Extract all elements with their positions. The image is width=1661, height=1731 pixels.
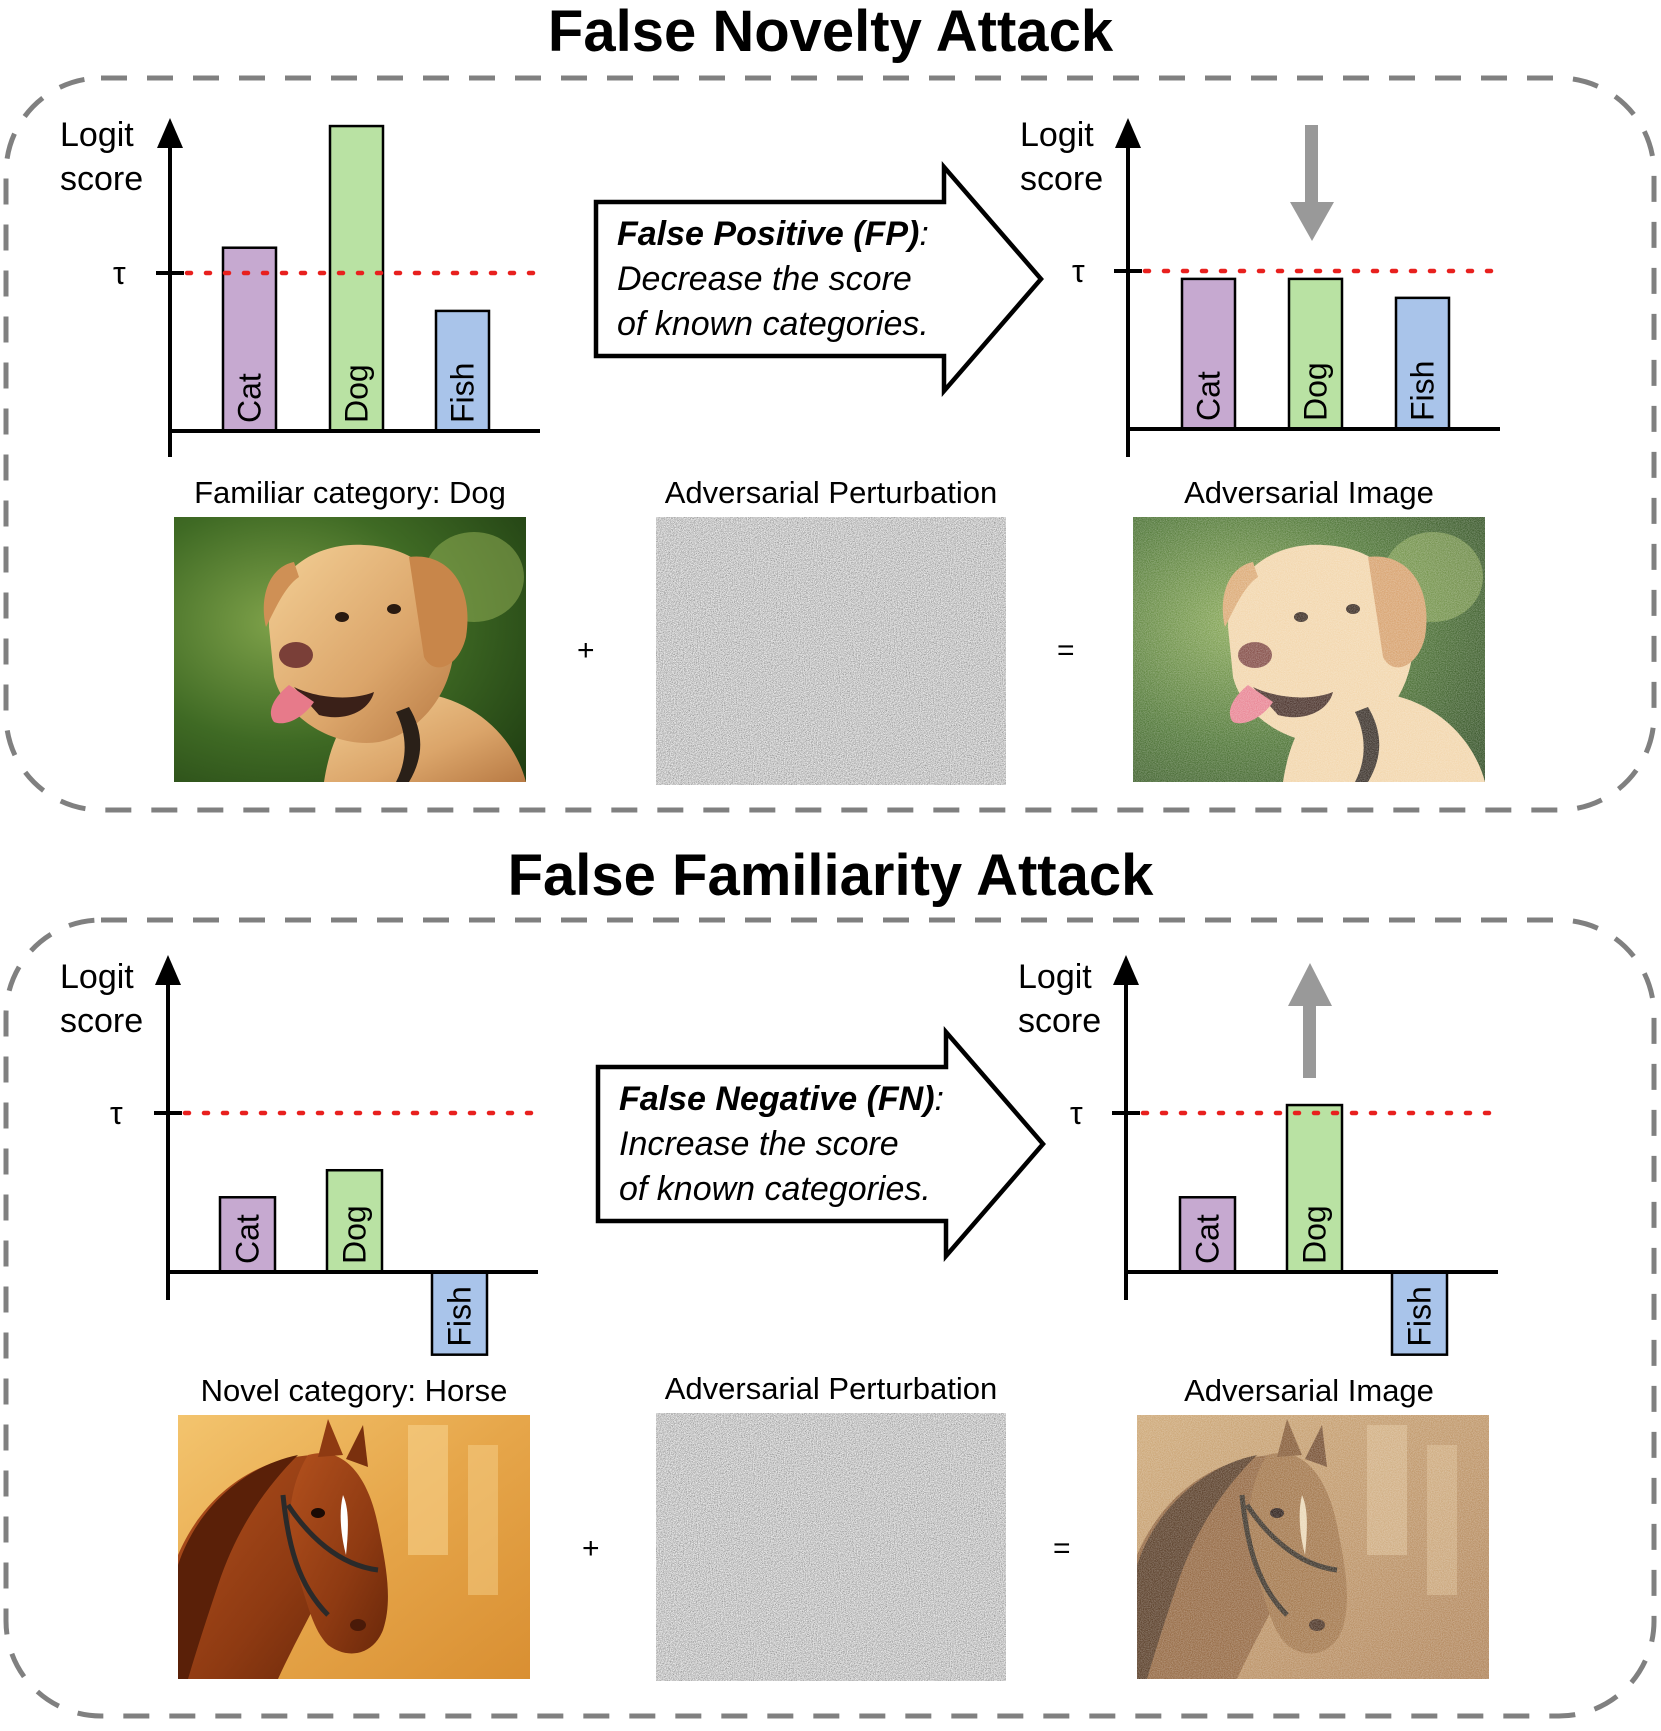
panel-1-output-caption: Adversarial Image	[1184, 475, 1434, 510]
y-axis-label-line1: Logit	[60, 958, 134, 996]
y-axis-label-line2: score	[60, 160, 143, 198]
panel-1-perturbation-caption: Adversarial Perturbation	[664, 475, 998, 510]
bar-label-fish: Fish	[1402, 1286, 1438, 1346]
bar-cat	[1180, 277, 1237, 431]
horse-photo	[178, 1415, 530, 1679]
panel-2-plus: +	[582, 1532, 600, 1565]
down-arrow-icon	[1290, 125, 1334, 241]
panel-2-perturbation-noise	[656, 1413, 1006, 1681]
y-axis-label-line1: Logit	[1018, 958, 1092, 996]
y-axis-arrowhead	[157, 118, 183, 148]
bar-label-fish: Fish	[1405, 361, 1441, 421]
bar-label-dog: Dog	[1297, 1205, 1333, 1264]
bar-cat	[1178, 1196, 1237, 1274]
panel-2-input-caption: Novel category: Horse	[200, 1373, 508, 1408]
dog-photo	[174, 517, 526, 782]
bar-label-fish: Fish	[442, 1286, 478, 1346]
bar-fish	[1394, 296, 1451, 431]
panel-1-big-arrow	[593, 160, 1044, 398]
panel-1-arrow-line3: of known categories.	[617, 305, 929, 343]
panel-2-arrow-heading: False Negative (FN)	[619, 1080, 935, 1118]
y-axis-label-line1: Logit	[60, 116, 134, 154]
bar-cat	[218, 1196, 277, 1274]
panel-2-arrow-text: False Negative (FN): Increase the score …	[619, 1077, 944, 1212]
y-axis-label-line2: score	[60, 1002, 143, 1040]
panel-2-equals: =	[1053, 1532, 1071, 1565]
panel-1-arrow-line2: Decrease the score	[617, 260, 912, 298]
threshold-label: τ	[1072, 253, 1085, 289]
panel-2-title: False Familiarity Attack	[507, 843, 1154, 908]
panel-1-arrow-colon: :	[919, 215, 929, 253]
panel-1-arrow-heading: False Positive (FP)	[617, 215, 920, 253]
bar-fish	[434, 309, 491, 433]
bar-dog	[1285, 1103, 1344, 1274]
bar-label-cat: Cat	[230, 1214, 266, 1264]
panel-2-output-caption: Adversarial Image	[1184, 1373, 1434, 1408]
bar-label-dog: Dog	[339, 364, 375, 423]
panel-1-title: False Novelty Attack	[547, 0, 1114, 64]
y-axis-arrowhead	[1113, 955, 1139, 985]
bar-label-cat: Cat	[232, 373, 268, 423]
y-axis-arrowhead	[155, 955, 181, 985]
bar-label-fish: Fish	[445, 363, 481, 423]
threshold-label: τ	[110, 1095, 123, 1131]
bar-dog	[328, 124, 385, 433]
y-axis-label-line2: score	[1018, 1002, 1101, 1040]
bar-label-dog: Dog	[337, 1205, 373, 1264]
panel-2-border	[3, 917, 1657, 1719]
threshold-label: τ	[113, 255, 126, 291]
y-axis-label-line1: Logit	[1020, 116, 1094, 154]
panel-1-input-caption: Familiar category: Dog	[194, 475, 506, 510]
panel-1-equals: =	[1057, 634, 1075, 667]
panel-2-arrow-line3: of known categories.	[619, 1170, 931, 1208]
bar-fish	[1390, 1270, 1449, 1356]
bar-label-dog: Dog	[1298, 362, 1334, 421]
panel-2-arrow-line2: Increase the score	[619, 1125, 899, 1163]
panel-1-plus: +	[577, 634, 595, 667]
y-axis-label-line2: score	[1020, 160, 1103, 198]
bar-cat	[221, 246, 278, 433]
y-axis-arrowhead	[1115, 118, 1141, 148]
bar-label-cat: Cat	[1190, 1214, 1226, 1264]
panel-2-perturbation-caption: Adversarial Perturbation	[664, 1371, 998, 1406]
panel-1-arrow-text: False Positive (FP): Decrease the score …	[617, 212, 929, 347]
threshold-label: τ	[1070, 1095, 1083, 1131]
panel-1-perturbation-noise	[656, 517, 1006, 785]
up-arrow-icon	[1288, 963, 1332, 1078]
panel-2-big-arrow	[595, 1025, 1046, 1263]
bar-label-cat: Cat	[1191, 371, 1227, 421]
bar-dog	[1287, 277, 1344, 431]
noisy-horse-photo	[1137, 1415, 1489, 1679]
noisy-dog-photo	[1133, 517, 1485, 782]
panel-2-arrow-colon: :	[934, 1080, 944, 1118]
